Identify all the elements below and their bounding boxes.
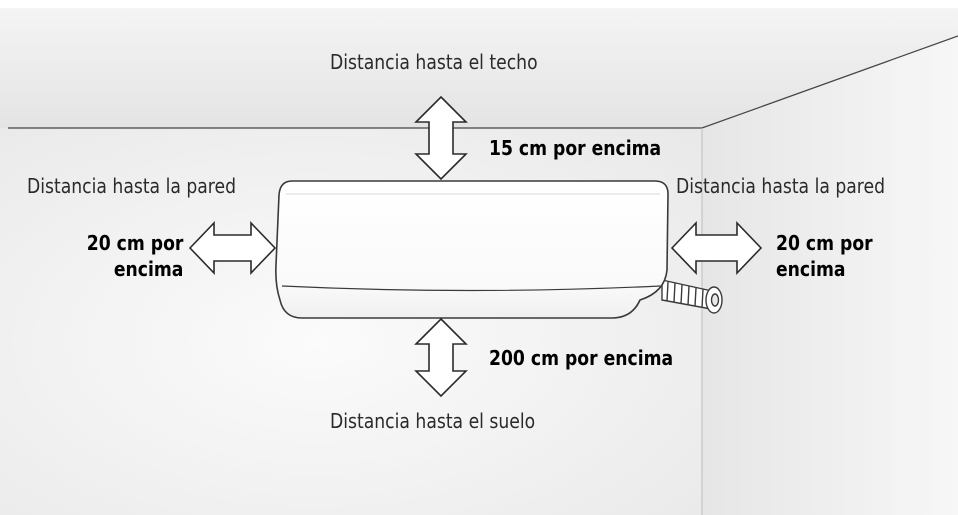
- label-distance-wall-right: Distancia hasta la pared: [676, 174, 886, 198]
- ceiling-surface: [0, 8, 958, 128]
- clearance-right-line1: 20 cm por: [776, 231, 873, 255]
- arrow-floor: [414, 317, 468, 398]
- clearance-bottom-text: 200 cm por encima: [489, 346, 674, 370]
- arrow-ceiling: [414, 95, 468, 181]
- label-distance-wall-left: Distancia hasta la pared: [27, 174, 237, 198]
- arrow-wall-left: [188, 221, 277, 275]
- clearance-left: 20 cm por encima: [86, 230, 183, 283]
- clearance-left-line1: 20 cm por: [86, 231, 183, 255]
- clearance-left-line2: encima: [113, 257, 183, 282]
- side-wall-surface: [702, 36, 958, 515]
- label-distance-floor: Distancia hasta el suelo: [330, 409, 536, 433]
- clearance-top: 15 cm por encima: [489, 135, 661, 161]
- label-distance-ceiling: Distancia hasta el techo: [330, 50, 538, 74]
- clearance-bottom: 200 cm por encima: [489, 345, 673, 371]
- corner-edge: [701, 35, 958, 129]
- clearance-right: 20 cm por encima: [776, 230, 873, 283]
- arrow-wall-right: [670, 221, 763, 275]
- ac-unit: [275, 180, 669, 319]
- clearance-top-text: 15 cm por encima: [489, 136, 662, 160]
- pipe: [661, 279, 723, 314]
- clearance-right-line2: encima: [776, 257, 846, 282]
